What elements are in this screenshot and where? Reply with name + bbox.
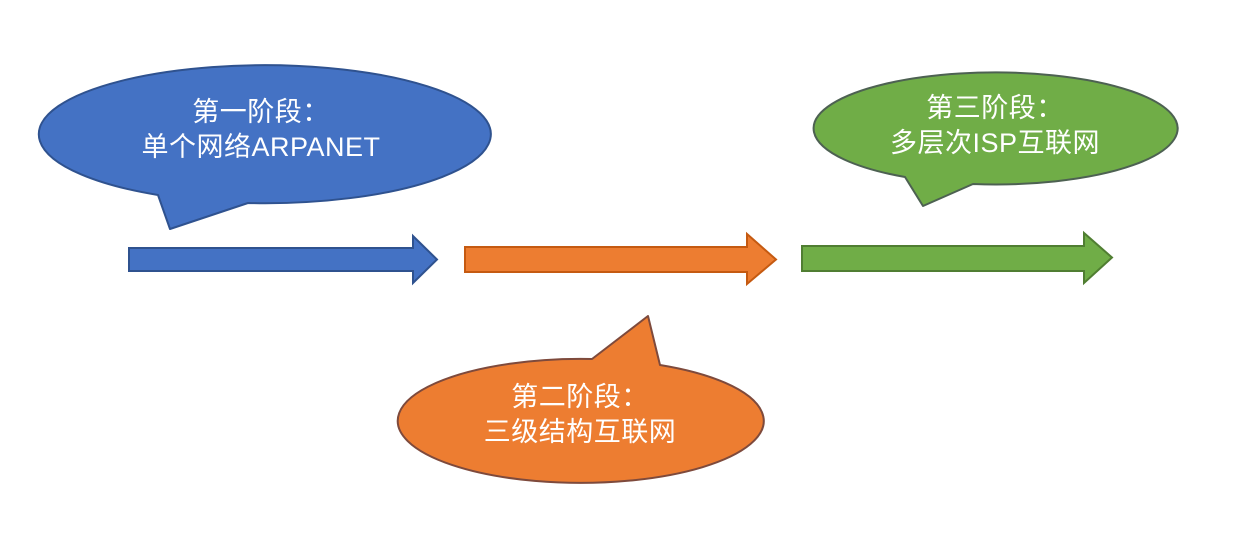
stage2-callout-label: 第二阶段： 三级结构互联网 (484, 380, 677, 450)
stage2-arrow (464, 231, 778, 287)
stage1-label-line2: 单个网络ARPANET (141, 132, 381, 162)
stage2-label-line2: 三级结构互联网 (483, 417, 677, 447)
stage1-label-line1: 第一阶段： (192, 97, 330, 127)
stage1-callout-shape (37, 64, 492, 230)
stage1-arrow (128, 233, 439, 286)
stage2-callout-shape (396, 315, 765, 484)
stage3-arrow (801, 230, 1114, 286)
stage1-callout-label: 第一阶段： 单个网络ARPANET (141, 95, 380, 165)
stage3-callout-label: 第三阶段： 多层次ISP互联网 (890, 91, 1100, 161)
stage3-label-line1: 第三阶段： (926, 93, 1064, 123)
stage3-label-line2: 多层次ISP互联网 (889, 128, 1101, 158)
stage3-callout-shape (812, 71, 1179, 207)
stage2-label-line1: 第二阶段： (511, 382, 649, 412)
